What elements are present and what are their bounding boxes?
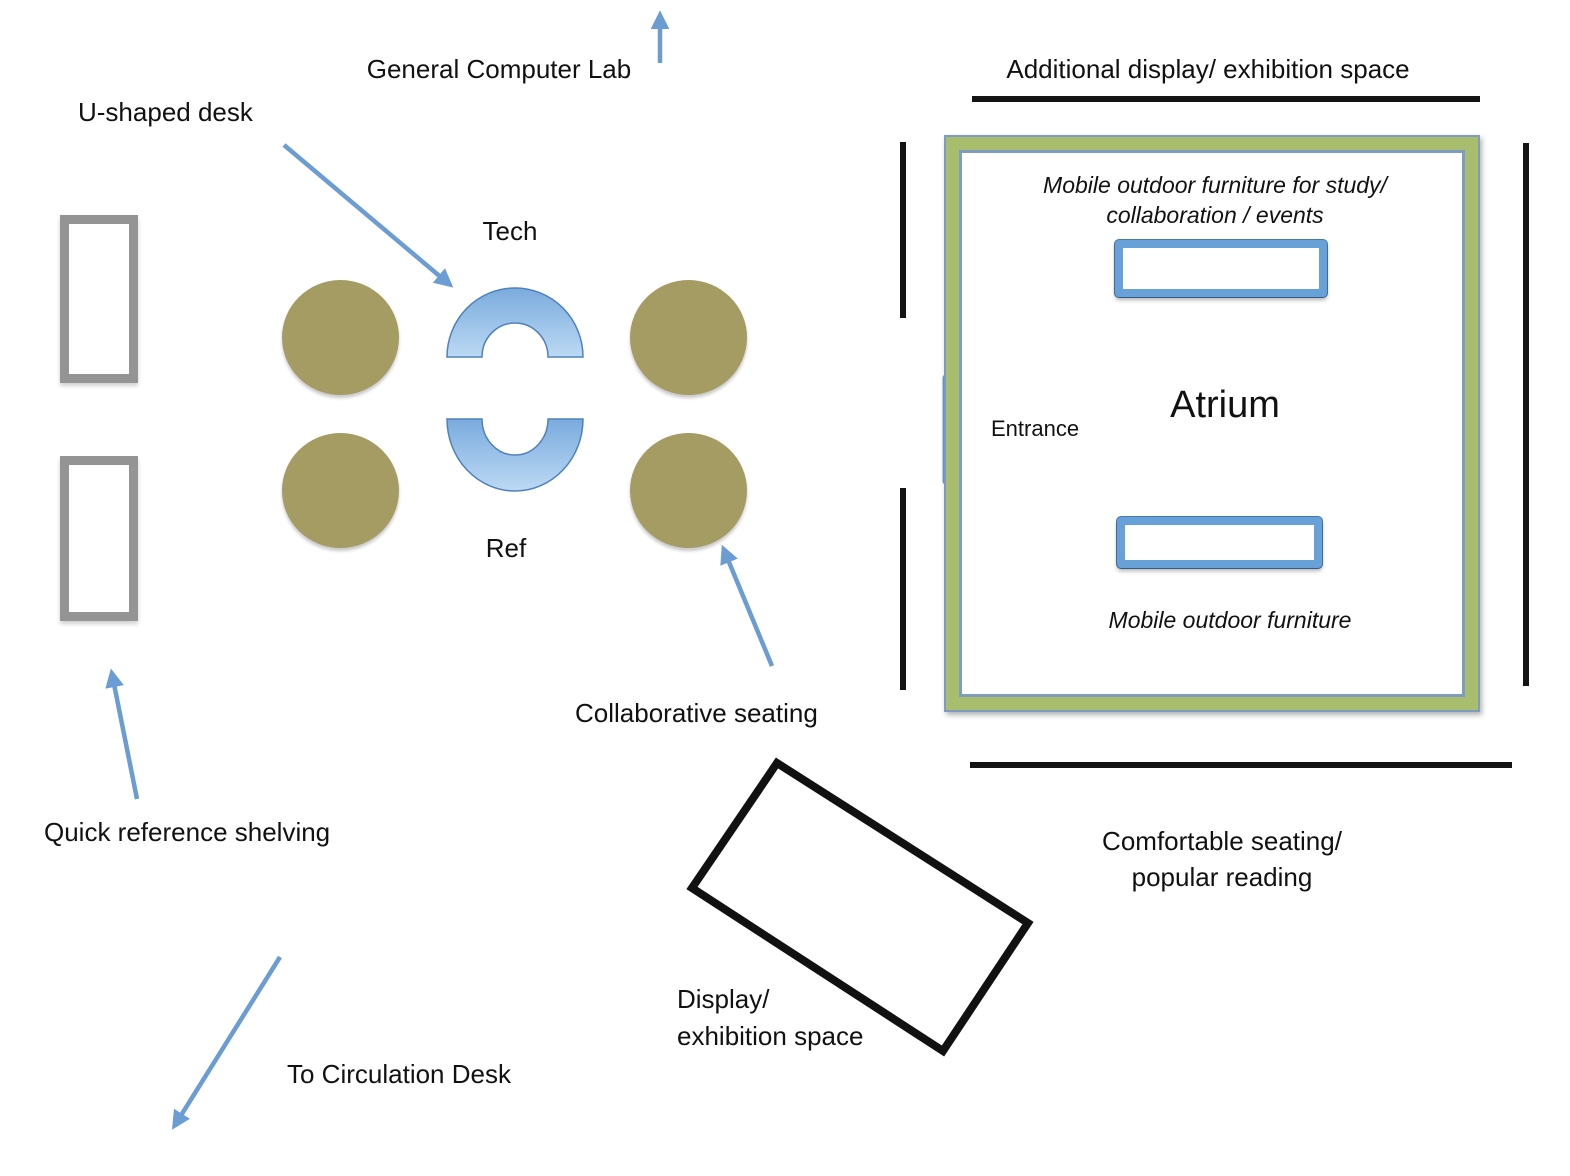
arrow-collaborative-seating	[720, 544, 775, 667]
atrium-top-note-line1: Mobile outdoor furniture for study/	[1043, 172, 1387, 198]
display-exhibition-label: Display/ exhibition space	[677, 981, 863, 1055]
collaborative-seating-label: Collaborative seating	[575, 698, 818, 728]
atrium-bottom-note: Mobile outdoor furniture	[1108, 607, 1352, 633]
collab-table	[282, 433, 399, 548]
ref-label: Ref	[485, 533, 527, 563]
atrium-top-note-line2: collaboration / events	[1106, 202, 1324, 228]
comfortable-seating-line1: Comfortable seating/	[1102, 826, 1342, 856]
quick-reference-shelf-2	[60, 456, 138, 621]
arrow-quick-reference	[105, 668, 140, 800]
display-exhibition-line1: Display/	[677, 984, 770, 1014]
u-shaped-desk-label: U-shaped desk	[78, 97, 253, 127]
collab-table	[630, 280, 747, 395]
arrow-to-circulation-desk	[171, 955, 282, 1130]
additional-display-label: Additional display/ exhibition space	[1006, 54, 1410, 84]
entrance-label: Entrance	[991, 416, 1080, 441]
ref-desk-arc	[446, 418, 584, 492]
atrium-title: Atrium	[1170, 384, 1280, 426]
quick-reference-shelf-1	[60, 215, 138, 383]
arrow-u-shaped-desk	[282, 143, 454, 288]
comfortable-seating-line2: popular reading	[1131, 862, 1313, 892]
collab-table	[630, 433, 747, 548]
atrium-top-note: Mobile outdoor furniture for study/ coll…	[1000, 170, 1430, 230]
comfortable-seating-label: Comfortable seating/ popular reading	[1072, 823, 1372, 895]
collab-table	[282, 280, 399, 395]
display-exhibition-line2: exhibition space	[677, 1021, 864, 1051]
tech-desk-arc	[446, 287, 584, 358]
tech-label: Tech	[482, 216, 538, 246]
mobile-furniture-bottom	[1117, 517, 1322, 568]
general-computer-lab-label: General Computer Lab	[366, 54, 632, 84]
to-circulation-desk-label: To Circulation Desk	[287, 1059, 511, 1089]
quick-reference-label: Quick reference shelving	[44, 817, 331, 847]
mobile-furniture-top	[1115, 240, 1327, 297]
